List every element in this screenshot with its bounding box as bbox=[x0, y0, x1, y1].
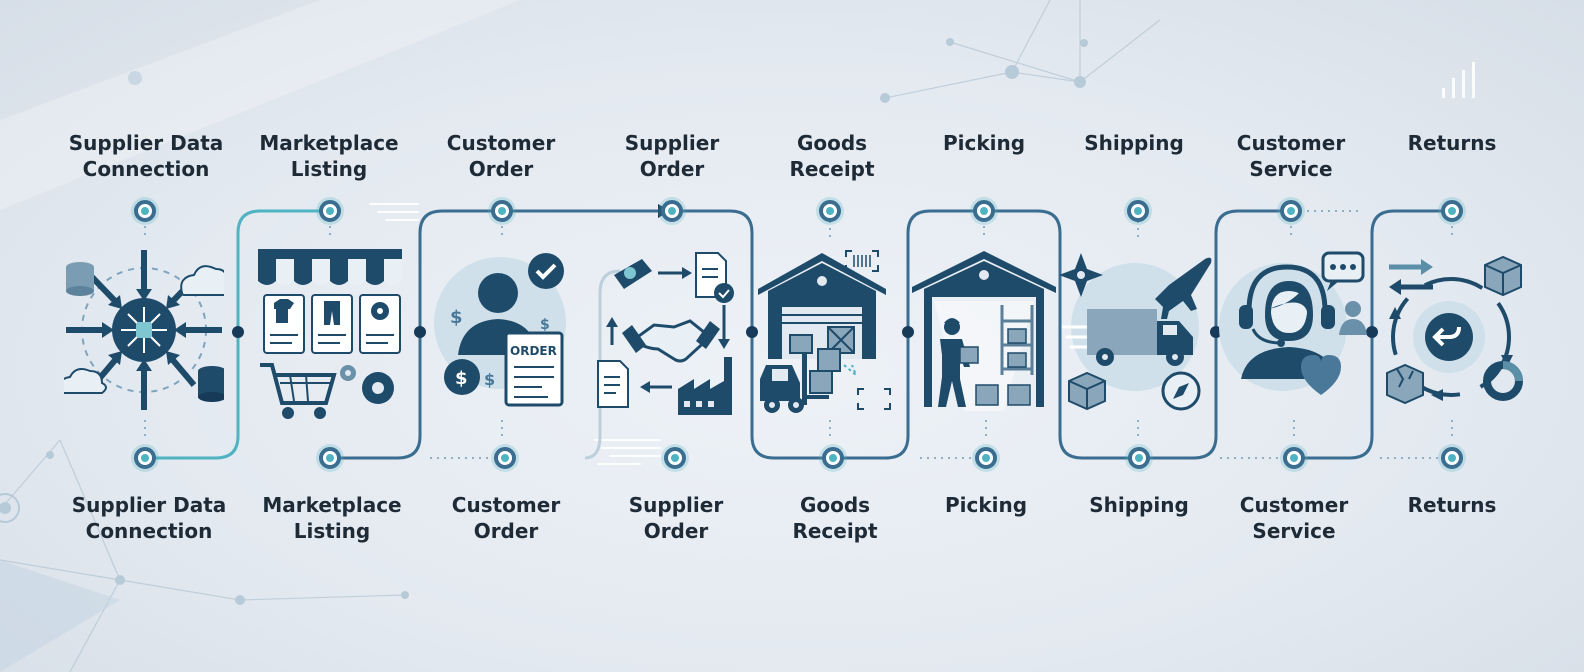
junction-dot bbox=[1366, 326, 1378, 338]
connector-node bbox=[970, 197, 998, 225]
svg-text:$: $ bbox=[484, 370, 495, 389]
stage-label-top: Shipping bbox=[1084, 131, 1184, 155]
connector-node bbox=[658, 197, 686, 225]
customer-order-icon: $ $ $ $ ORDER bbox=[422, 245, 582, 425]
connector-node bbox=[316, 444, 344, 472]
connector-dots bbox=[144, 200, 1453, 459]
stage-label-bottom: Marketplace Listing bbox=[262, 493, 402, 543]
junction-dot bbox=[1210, 326, 1222, 338]
stage-label-top: Customer Order bbox=[446, 131, 556, 181]
delivery-truck-icon bbox=[1057, 245, 1217, 425]
connector-node bbox=[972, 444, 1000, 472]
warehouse-forklift-icon bbox=[752, 245, 912, 425]
stage-label-bottom: Supplier Order bbox=[628, 493, 724, 543]
connector-node bbox=[488, 197, 516, 225]
support-agent-icon bbox=[1215, 245, 1375, 425]
junction-dot bbox=[414, 326, 426, 338]
connector-node bbox=[1438, 444, 1466, 472]
svg-text:$: $ bbox=[450, 307, 463, 328]
stage-label-bottom: Shipping bbox=[1089, 493, 1189, 517]
stage-label-bottom: Returns bbox=[1407, 493, 1497, 517]
storefront-icon bbox=[250, 245, 410, 425]
junction-dot bbox=[746, 326, 758, 338]
stage-label-bottom: Customer Service bbox=[1239, 493, 1349, 543]
connector-node bbox=[819, 444, 847, 472]
stage-label-top: Picking bbox=[942, 131, 1026, 155]
connector-node bbox=[1438, 197, 1466, 225]
connector-node bbox=[131, 197, 159, 225]
connector-node bbox=[1277, 197, 1305, 225]
connector-node bbox=[131, 444, 159, 472]
stage-label-bottom: Customer Order bbox=[451, 493, 561, 543]
data-hub-icon bbox=[64, 245, 224, 425]
stage-label-top: Returns bbox=[1407, 131, 1497, 155]
return-cycle-icon bbox=[1373, 245, 1533, 425]
svg-text:$: $ bbox=[455, 368, 468, 389]
connector-node bbox=[1280, 444, 1308, 472]
stage-label-bottom: Picking bbox=[944, 493, 1028, 517]
stage-label-bottom: Goods Receipt bbox=[792, 493, 878, 543]
stage-label-top: Marketplace Listing bbox=[259, 131, 399, 181]
svg-text:$: $ bbox=[540, 317, 550, 333]
junction-dot bbox=[902, 326, 914, 338]
connector-node bbox=[1125, 444, 1153, 472]
connector-node bbox=[1124, 197, 1152, 225]
stage-label-top: Customer Service bbox=[1236, 131, 1346, 181]
stage-label-top: Goods Receipt bbox=[789, 131, 875, 181]
warehouse-worker-icon bbox=[904, 245, 1064, 425]
svg-text:ORDER: ORDER bbox=[510, 344, 557, 358]
connector-node bbox=[661, 444, 689, 472]
connector-node bbox=[316, 197, 344, 225]
stage-label-top: Supplier Data Connection bbox=[68, 131, 224, 181]
stage-label-bottom: Supplier Data Connection bbox=[71, 493, 227, 543]
connector-node bbox=[816, 197, 844, 225]
connector-nodes bbox=[131, 197, 1466, 472]
junction-dot bbox=[232, 326, 244, 338]
supplier-handshake-icon bbox=[592, 245, 752, 425]
connector-node bbox=[491, 444, 519, 472]
stage-label-top: Supplier Order bbox=[624, 131, 720, 181]
